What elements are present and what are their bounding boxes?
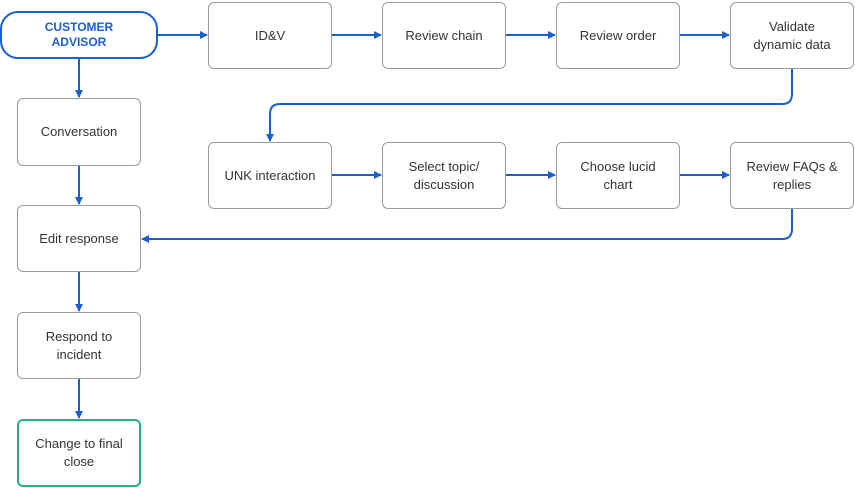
connector-validate-to-unk — [266, 69, 793, 142]
connector-faqs-to-edit-response — [141, 209, 793, 243]
review-faqs-node[interactable]: Review FAQs & replies — [730, 142, 854, 209]
choose-lucid-chart-node[interactable]: Choose lucid chart — [556, 142, 680, 209]
idv-node[interactable]: ID&V — [208, 2, 332, 69]
edit-response-node[interactable]: Edit response — [17, 205, 141, 272]
review-order-node[interactable]: Review order — [556, 2, 680, 69]
select-topic-node[interactable]: Select topic/ discussion — [382, 142, 506, 209]
validate-dynamic-data-node[interactable]: Validate dynamic data — [730, 2, 854, 69]
review-chain-node[interactable]: Review chain — [382, 2, 506, 69]
respond-to-incident-node[interactable]: Respond to incident — [17, 312, 141, 379]
conversation-node[interactable]: Conversation — [17, 98, 141, 166]
change-to-final-close-node[interactable]: Change to final close — [17, 419, 141, 487]
unk-interaction-node[interactable]: UNK interaction — [208, 142, 332, 209]
customer-advisor-node[interactable]: CUSTOMER ADVISOR — [0, 11, 158, 59]
